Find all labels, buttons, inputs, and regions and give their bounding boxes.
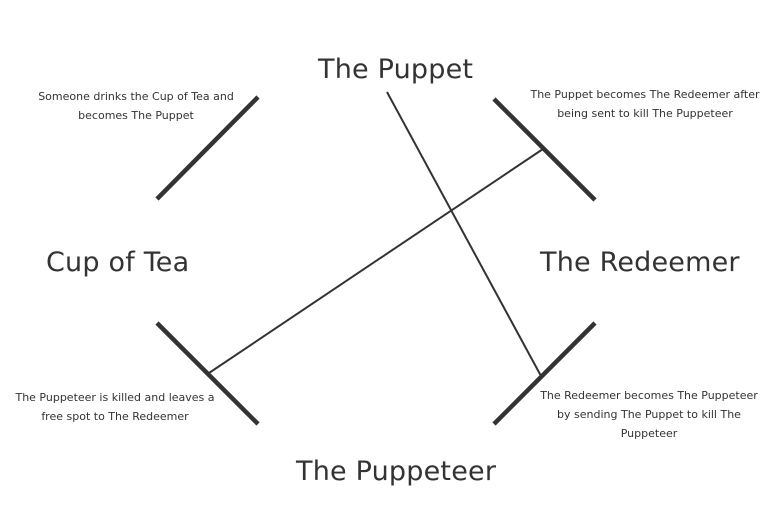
connector-puppeteer-to-tea [155,321,260,426]
link-redeemer-spot [208,148,544,374]
node-the-redeemer: The Redeemer [540,247,740,278]
note-puppet-to-redeemer: The Puppet becomes The Redeemer after be… [530,88,760,120]
node-the-puppeteer: The Puppeteer [296,456,497,487]
connector-tea-to-puppet [155,95,260,201]
node-the-puppet: The Puppet [318,54,474,85]
connector-redeemer-to-puppeteer [492,321,597,426]
connector-puppet-to-redeemer [492,97,597,202]
note-puppeteer-to-tea: The Puppeteer is killed and leaves a fre… [15,391,215,423]
note-tea-to-puppet: Someone drinks the Cup of Tea and become… [38,90,234,122]
link-puppet-sent [386,91,542,377]
node-cup-of-tea: Cup of Tea [46,247,190,278]
note-redeemer-to-puppeteer: The Redeemer becomes The Puppeteer by se… [540,389,758,440]
